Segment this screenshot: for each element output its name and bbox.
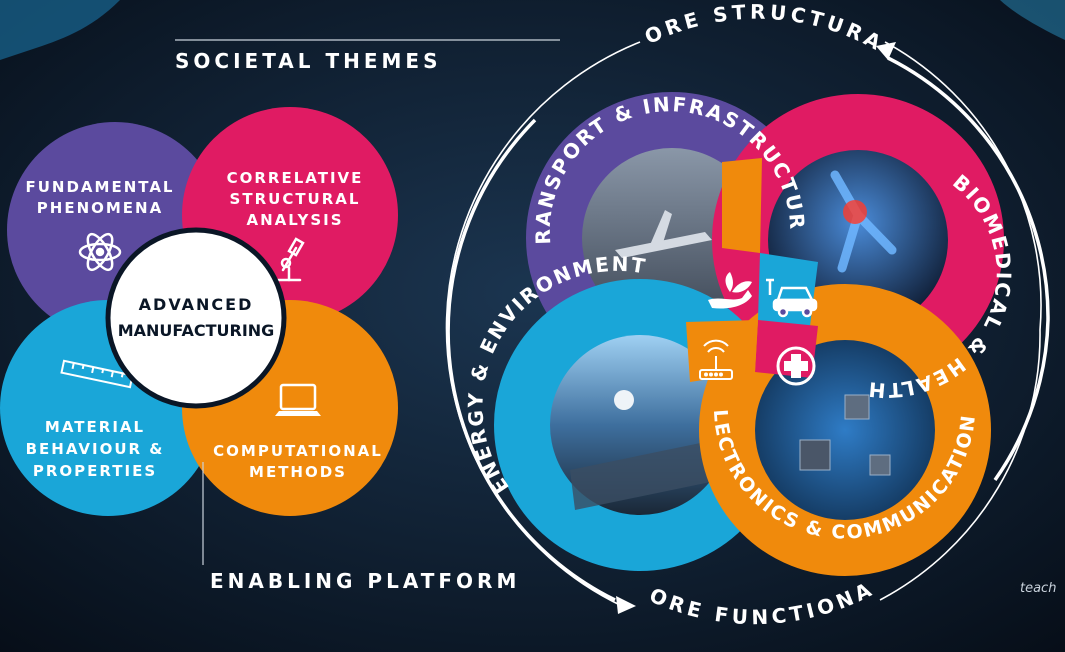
petal-correlative-line-3: ANALYSIS xyxy=(246,211,343,229)
societal-themes-heading: SOCIETAL THEMES xyxy=(175,49,441,73)
petal-computational-line-2: METHODS xyxy=(249,463,347,481)
sun-glare xyxy=(614,390,634,410)
arrow-functional-head xyxy=(616,596,636,614)
petal-correlative-line-1: CORRELATIVE xyxy=(227,169,364,187)
petal-material-line-1: MATERIAL xyxy=(45,418,145,436)
decor-molecule-top-right xyxy=(1000,0,1065,40)
outer-orbit-right xyxy=(879,41,1042,601)
chip-2 xyxy=(799,439,831,471)
chip-3 xyxy=(869,454,891,476)
hub-line-2: MANUFACTURING xyxy=(118,321,275,340)
microscope-icon xyxy=(276,237,305,282)
arrow-structural-head xyxy=(876,42,896,60)
overlap-orange-top xyxy=(722,158,762,253)
car-icon xyxy=(766,278,818,318)
petal-fundamental-line-1: FUNDAMENTAL xyxy=(25,178,174,196)
atom-icon xyxy=(78,232,122,272)
ring-electronics-band xyxy=(699,284,991,576)
laptop-icon xyxy=(275,383,321,416)
petal-material-line-2: BEHAVIOUR & xyxy=(26,440,165,458)
chip-1 xyxy=(844,394,870,420)
petal-computational-line-1: COMPUTATIONAL xyxy=(213,442,383,460)
jet-shape xyxy=(615,210,712,258)
hub-line-1: ADVANCED xyxy=(139,295,254,314)
hub-circle xyxy=(105,227,287,409)
arrow-structural-shaft xyxy=(887,56,1050,482)
enabling-platform-heading: ENABLING PLATFORM xyxy=(210,569,520,593)
medical-cross-icon xyxy=(776,346,816,386)
petal-fundamental-line-2: PHENOMENA xyxy=(37,199,163,217)
ruler-icon xyxy=(60,359,134,389)
advanced-manufacturing-hub: ADVANCED MANUFACTURING xyxy=(105,227,287,409)
arrow-functional-shaft xyxy=(446,118,616,602)
solar-panel xyxy=(570,440,720,510)
router-icon xyxy=(699,339,733,380)
corner-caption: teach xyxy=(1020,581,1056,596)
petal-correlative-line-2: STRUCTURAL xyxy=(230,190,361,208)
plant-in-hand-icon xyxy=(708,272,752,309)
decor-molecule-top-left xyxy=(0,0,120,60)
petal-material-line-3: PROPERTIES xyxy=(33,462,157,480)
knee-highlight xyxy=(843,200,867,224)
